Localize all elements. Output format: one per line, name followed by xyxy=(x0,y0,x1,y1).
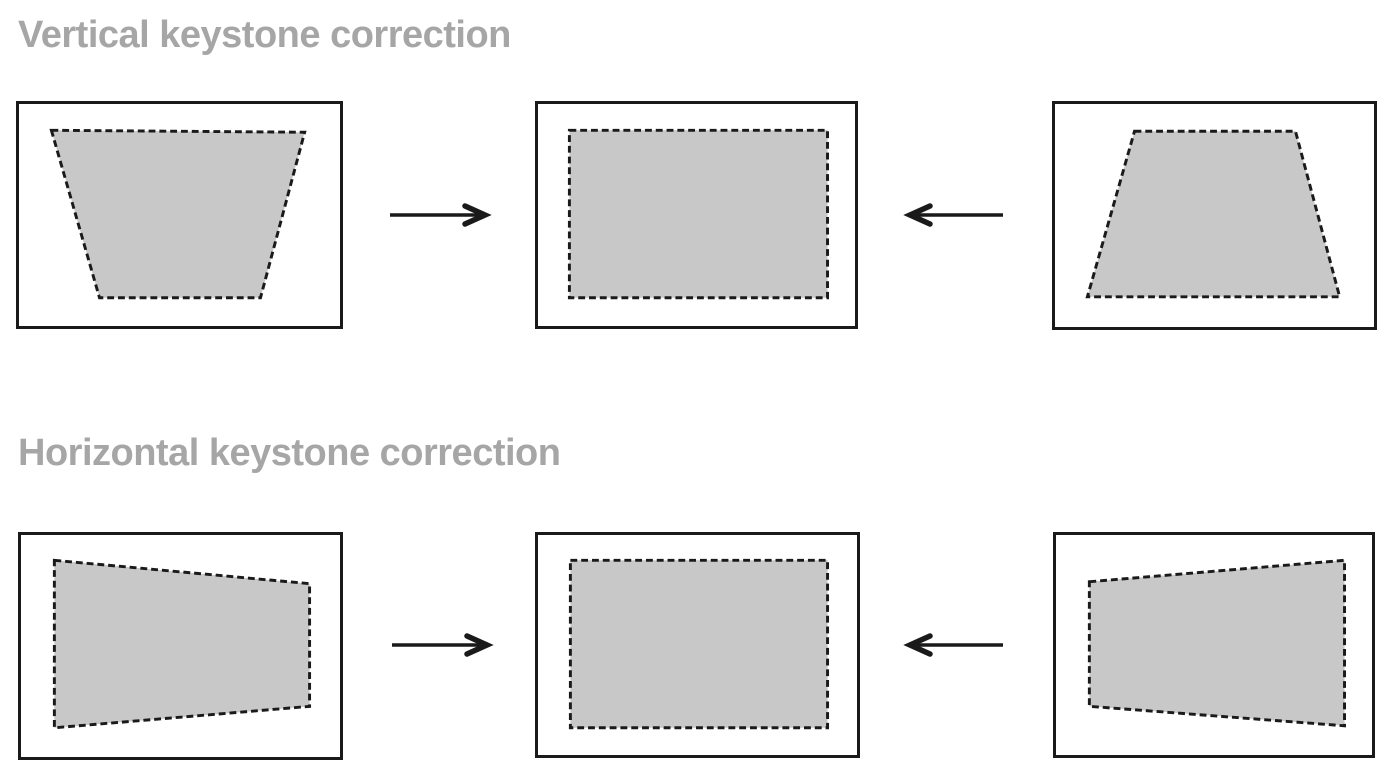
projected-image-corrected-rectangle xyxy=(568,558,830,730)
section-title-horizontal: Horizontal keystone correction xyxy=(18,432,561,474)
arrow-right-icon xyxy=(392,633,494,657)
screen-outline xyxy=(1052,101,1377,330)
arrow-left-icon xyxy=(903,633,1003,657)
screen-outline xyxy=(535,532,860,758)
projected-image-trapezoid-wide-top xyxy=(49,128,307,300)
screen-outline xyxy=(535,101,858,329)
screen-outline xyxy=(18,532,343,760)
projected-image-quad-tall-right xyxy=(1087,558,1346,728)
projected-image-trapezoid-wide-bottom xyxy=(1085,129,1342,299)
screen-outline xyxy=(16,101,343,329)
arrow-left-icon xyxy=(903,203,1003,227)
arrow-right-icon xyxy=(390,203,492,227)
section-title-vertical: Vertical keystone correction xyxy=(18,14,511,56)
screen-outline xyxy=(1053,532,1375,758)
projected-image-quad-tall-left xyxy=(52,558,312,730)
projected-image-corrected-rectangle xyxy=(567,128,829,300)
